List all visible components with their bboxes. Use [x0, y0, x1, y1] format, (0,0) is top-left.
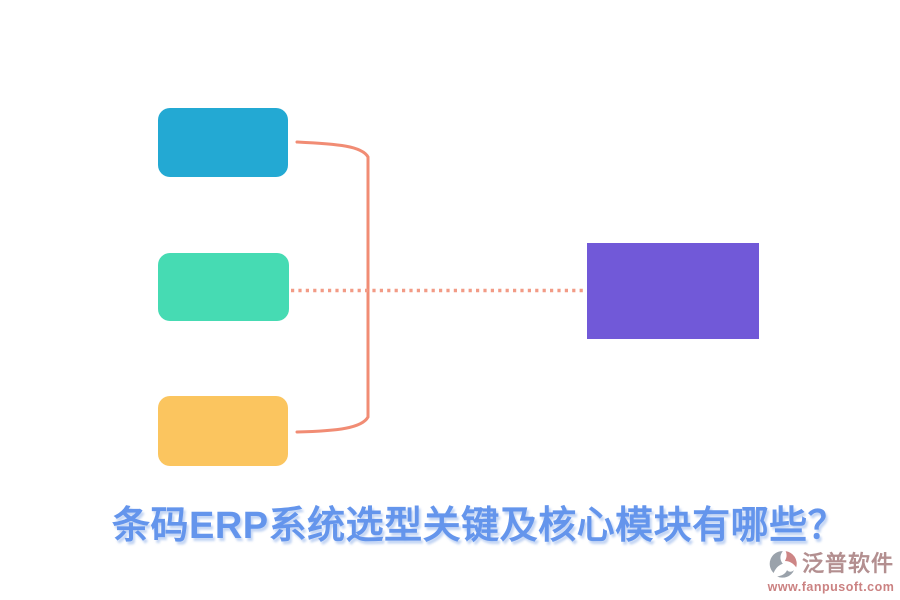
- fanpu-logo-icon: [769, 551, 797, 578]
- diagram-node-bottom: [158, 396, 288, 466]
- diagram-node-middle: [158, 253, 289, 321]
- brand-url: www.fanpusoft.com: [767, 580, 895, 594]
- diagram-node-top: [158, 108, 288, 177]
- brand-name: 泛普软件: [801, 551, 894, 577]
- page-title: 条码ERP系统选型关键及核心模块有哪些？: [112, 505, 847, 547]
- bracket-connector-line: [295, 140, 370, 434]
- diagram-node-right: [587, 243, 759, 339]
- brand-watermark: 泛普软件 www.fanpusoft.com: [766, 549, 896, 594]
